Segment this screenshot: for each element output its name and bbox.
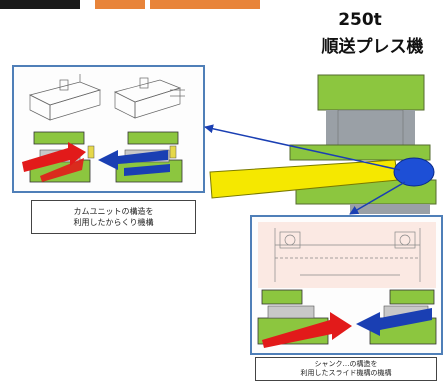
press-name: 順送プレス機 [321,37,424,57]
press-upper-ram [317,74,425,111]
press-upper-die [289,144,431,161]
press-column-right [403,110,415,148]
red-arrow [262,312,352,348]
press-base [350,204,430,214]
slide-mechanism-caption: シャンク…の構造を 利用したスライド機構の機構 [255,357,437,381]
top-banner [0,0,445,10]
cam-unit-drawing [22,74,185,183]
callout-arrow-to-right-panel [349,181,406,215]
slide-caption-line1: シャンク…の構造を [314,360,378,368]
press-column-left [326,110,338,148]
blue-arrow [356,308,432,336]
banner-dark-segment [0,0,80,9]
cam-unit-caption-line2: 利用したからくり機構 [73,218,154,227]
highlight-ellipse [393,157,435,187]
press-machine [289,74,437,214]
slide-caption-line2: 利用したスライド機構の機構 [300,369,392,377]
banner-orange-segment [95,0,145,9]
callout-arrow-to-left-panel [204,124,401,171]
blue-arrow [98,150,168,170]
slide-mechanism-drawing [257,222,437,348]
blue-arrow [124,164,170,176]
cam-unit-caption-line1: カムユニットの構造を [73,207,154,216]
press-body [337,109,404,151]
banner-orange-segment [150,0,260,9]
red-arrow [40,158,84,182]
cam-unit-caption: カムユニットの構造を 利用したからくり機構 [31,200,196,234]
press-tonnage: 250t [338,10,382,30]
